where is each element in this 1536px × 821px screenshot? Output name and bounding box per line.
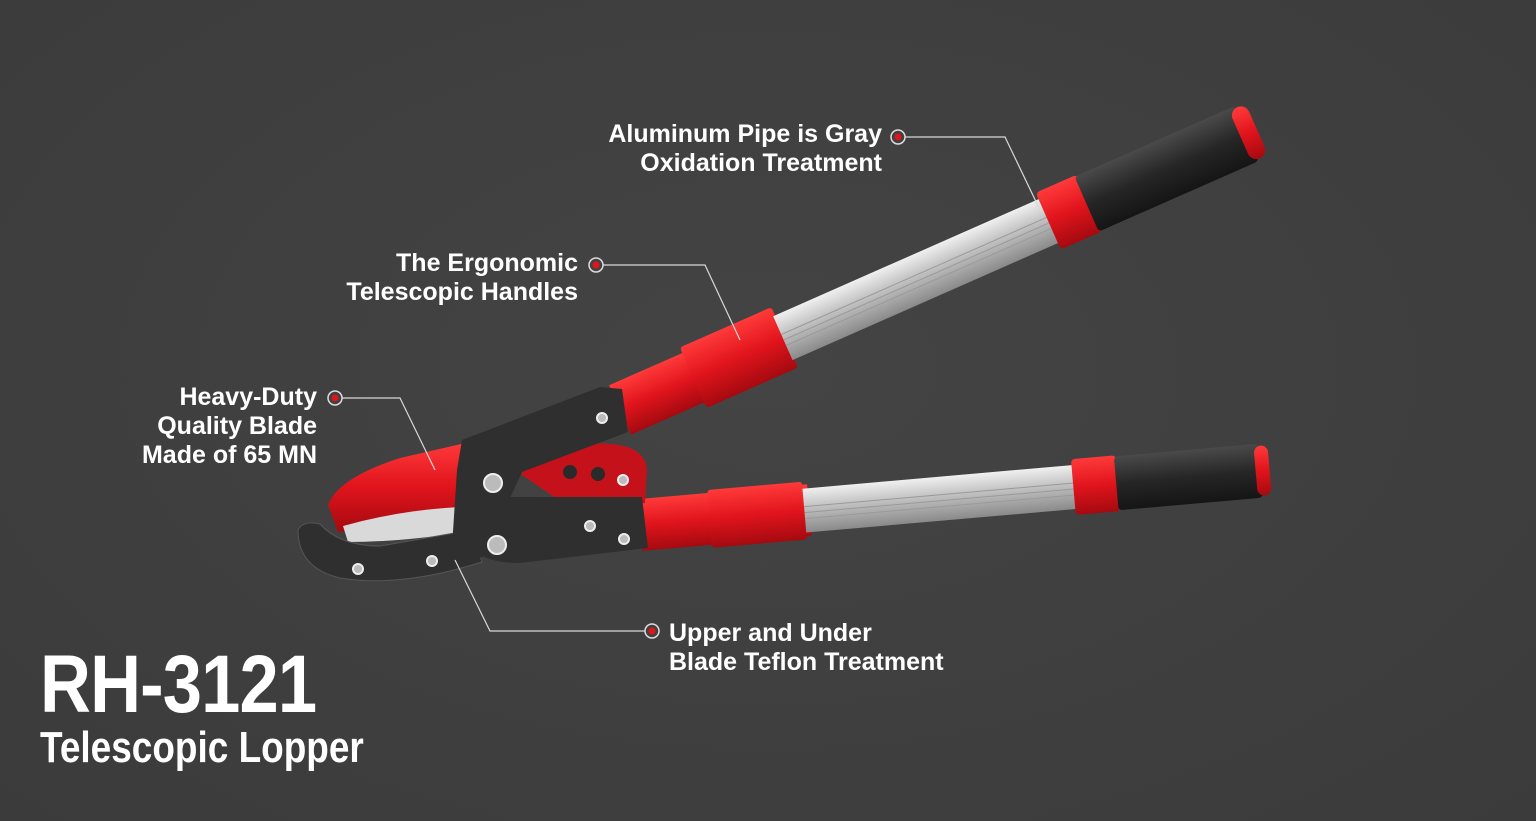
callout-line: Aluminum Pipe is Gray <box>608 120 882 148</box>
product-name: Telescopic Lopper <box>40 723 364 772</box>
callout-line: Oxidation Treatment <box>640 149 882 177</box>
cutting-head <box>297 387 648 582</box>
lower-handle <box>637 444 1272 551</box>
product-model: RH-3121 <box>40 639 317 730</box>
callout-aluminum-pipe: Aluminum Pipe is Gray Oxidation Treatmen… <box>608 120 882 178</box>
callout-lines <box>342 136 1041 632</box>
pipe-ribs <box>803 482 1080 520</box>
callout-line: Blade Teflon Treatment <box>669 648 944 676</box>
callout-line: Upper and Under <box>669 619 872 647</box>
callout-dots <box>327 129 906 639</box>
callout-line: Telescopic Handles <box>346 278 578 306</box>
upper-handle <box>609 106 1266 435</box>
callout-line: The Ergonomic <box>396 249 578 277</box>
callout-telescopic-handles: The Ergonomic Telescopic Handles <box>346 249 578 307</box>
callout-line: Made of 65 MN <box>141 441 317 469</box>
rivets <box>352 412 630 575</box>
callout-blade: Heavy-Duty Quality Blade Made of 65 MN <box>142 383 317 470</box>
pipe-ribs <box>781 215 1057 346</box>
callout-teflon: Upper and Under Blade Teflon Treatment <box>669 619 944 677</box>
callout-line: Quality Blade <box>157 412 317 440</box>
callout-line: Heavy-Duty <box>179 383 317 411</box>
